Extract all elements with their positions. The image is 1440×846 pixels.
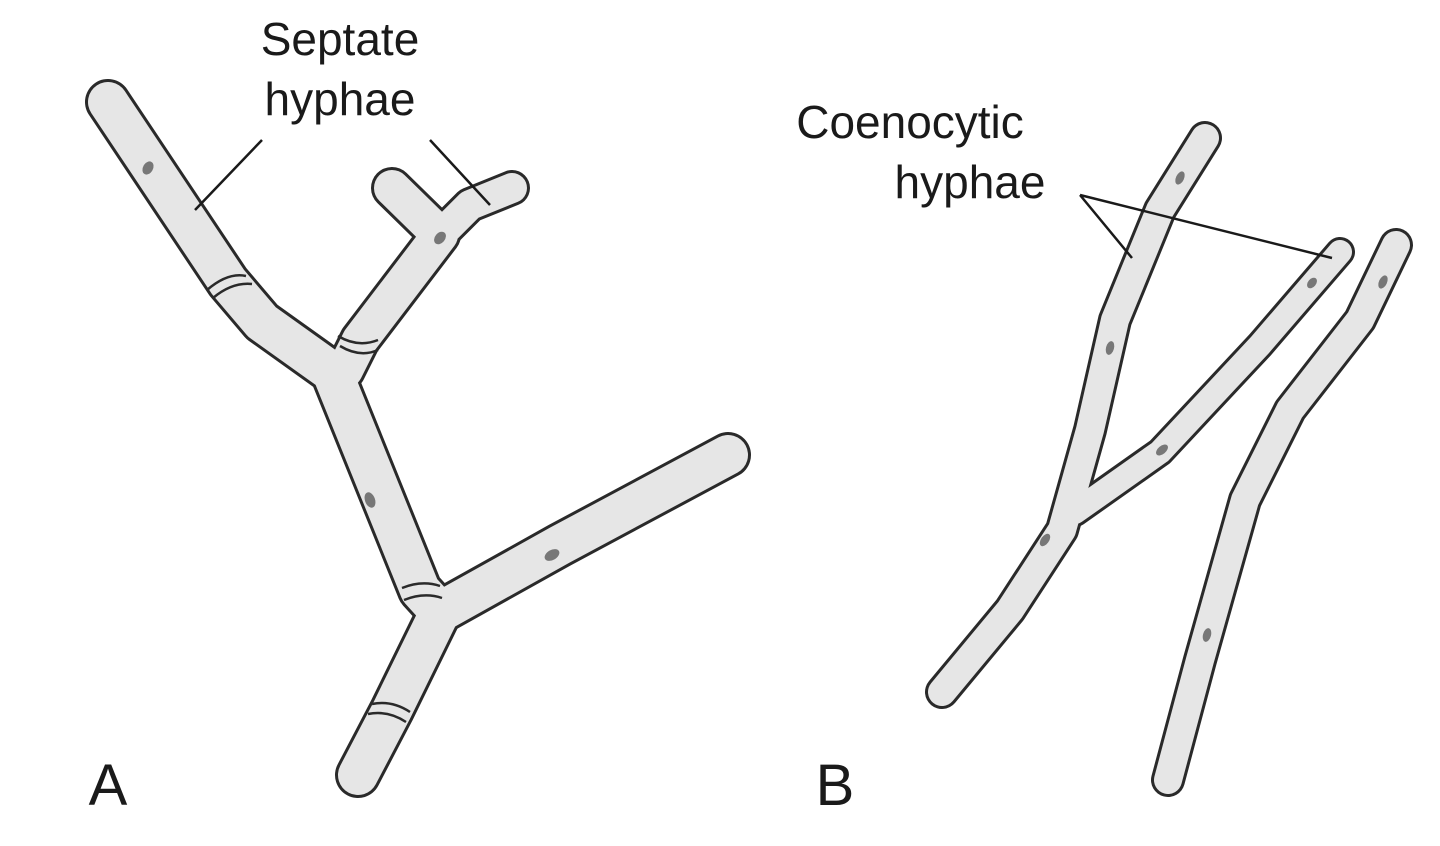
coenocytic-hypha-drawing bbox=[925, 121, 1413, 797]
panel-a-label: A bbox=[89, 753, 128, 818]
septate-label-line2: hyphae bbox=[265, 73, 416, 125]
nuclei bbox=[142, 161, 560, 561]
septate-leader-lines bbox=[194, 139, 491, 211]
septate-hypha-drawing bbox=[85, 79, 751, 798]
panel-b-label: B bbox=[816, 753, 855, 818]
nuclei bbox=[1039, 171, 1388, 642]
septate-label-line1: Septate bbox=[261, 13, 420, 65]
coenocytic-label-line1: Coenocytic bbox=[796, 96, 1024, 148]
coenocytic-leader-lines bbox=[1079, 193, 1333, 260]
coenocytic-label-line2: hyphae bbox=[895, 156, 1046, 208]
septa bbox=[206, 274, 443, 724]
